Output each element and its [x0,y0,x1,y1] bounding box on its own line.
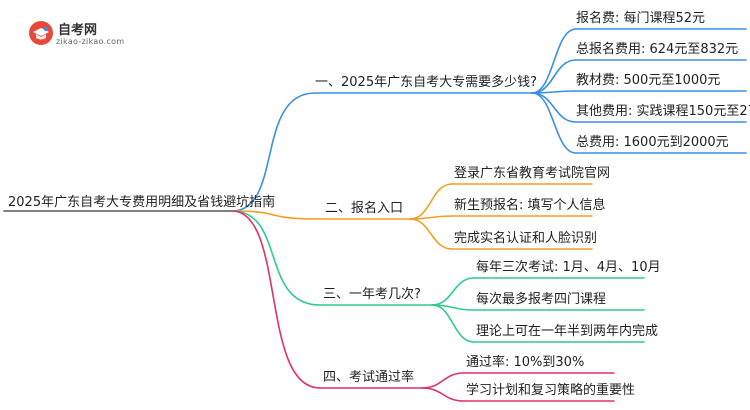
branch-2-label: 二、报名入口 [325,201,404,216]
logo-url: zikao-zikao.com [56,37,125,46]
leaf-other-fees: 其他费用: 实践课程150元至270元 [576,104,750,119]
leaf-connector-1-4 [531,92,577,123]
leaf-total-cost: 总费用: 1600元到2000元 [576,135,729,150]
root-node: 2025年广东自考大专费用明细及省钱避坑指南 [8,195,276,210]
branch-3-label: 三、一年考几次? [323,287,421,302]
leaf-connector-4-2 [421,387,465,402]
logo-name: 自考网 [58,23,98,38]
leaf-connector-3-3 [431,304,475,343]
leaf-total-registration: 总报名费用: 624元至832元 [576,42,739,57]
leaf-connector-3-1 [431,277,475,306]
leaf-completion-time: 理论上可在一年半到两年内完成 [476,324,659,339]
graduation-cap-icon [29,21,53,45]
branch-2-connector [231,210,321,220]
branch-1-label: 一、2025年广东自考大专需要多少钱? [315,75,537,90]
leaf-connector-1-5 [531,92,577,154]
branch-4-connector [231,210,321,389]
leaf-pass-rate: 通过率: 10%到30% [466,355,585,370]
leaf-login-site: 登录广东省教育考试院官网 [454,166,611,181]
leaf-real-name-auth: 完成实名认证和人脸识别 [454,231,598,246]
leaf-connector-1-2 [531,59,577,94]
leaf-exams-per-year: 每年三次考试: 1月、4月、10月 [476,260,661,275]
leaf-connector-2-3 [409,218,453,250]
leaf-connector-2-1 [409,183,453,220]
logo[interactable]: 自考网 zikao-zikao.com [28,16,138,56]
branch-3-connector [231,210,321,306]
leaf-connector-1-1 [531,28,577,94]
leaf-study-plan: 学习计划和复习策略的重要性 [466,383,636,398]
branch-1-connector [231,92,316,212]
leaf-textbook-fee: 教材费: 500元至1000元 [576,73,721,88]
branch-4-label: 四、考试通过率 [323,370,415,385]
leaf-registration-fee: 报名费: 每门课程52元 [576,11,706,26]
leaf-pre-registration: 新生预报名: 填写个人信息 [454,198,606,213]
leaf-max-courses: 每次最多报考四门课程 [476,292,607,307]
leaf-connector-4-1 [421,372,465,389]
